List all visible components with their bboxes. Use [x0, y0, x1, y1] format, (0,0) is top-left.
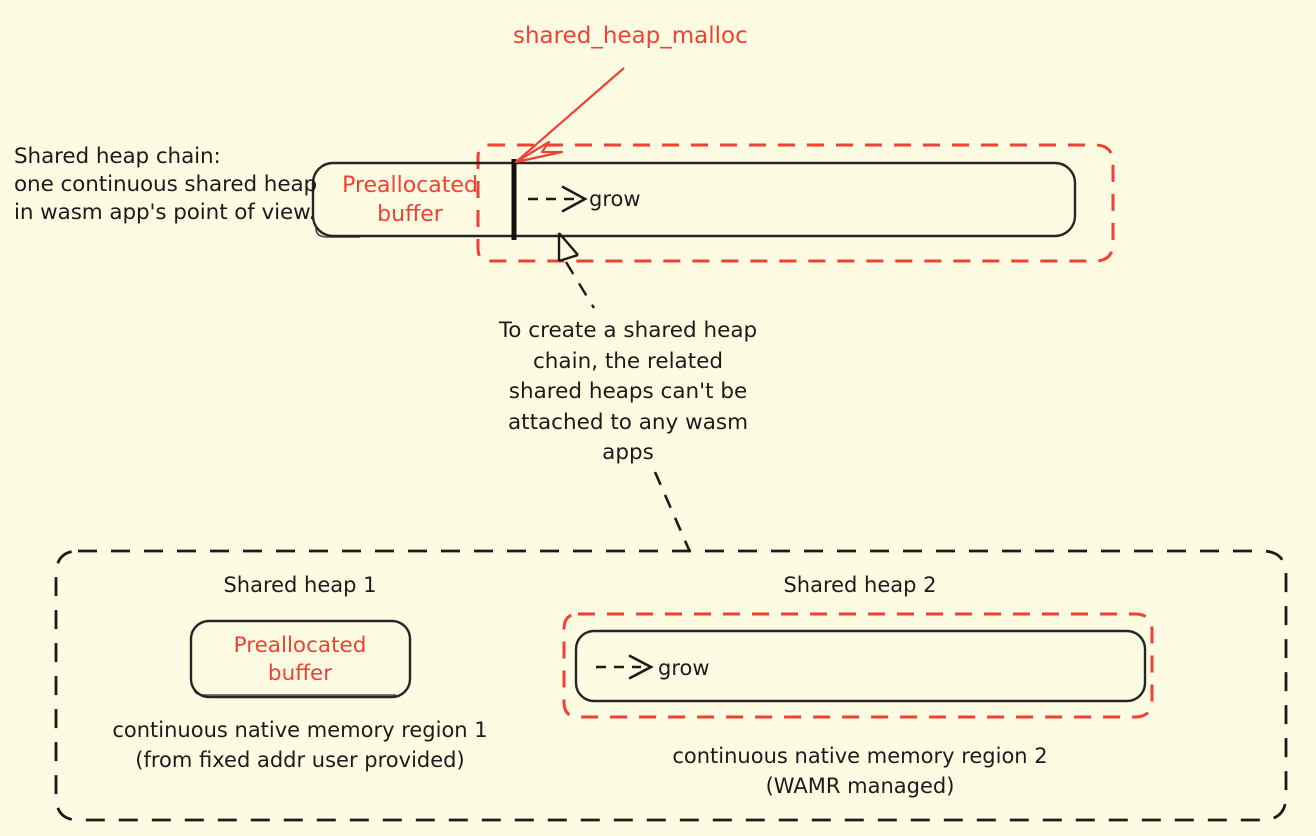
top-grow-arrowhead: [561, 185, 588, 213]
annotation-to-container-leader: [653, 471, 692, 553]
annotation-arrow-head-edge3: [558, 253, 579, 263]
top-preallocated-buffer-label: Preallocated buffer: [342, 173, 478, 227]
heap1-caption: continuous native memory region 1 (from …: [112, 718, 488, 772]
bar-sketch-stroke: [315, 227, 360, 238]
heap1-preallocated-buffer-label: Preallocated buffer: [233, 633, 367, 686]
heap2-grow-arrowhead: [628, 654, 654, 680]
heap2-grow-label: grow: [658, 656, 710, 680]
annotation-arrow-head-edge: [558, 232, 579, 256]
annotation-leader-line: [564, 261, 596, 309]
shared-heap-chain-note: Shared heap chain: one continuous shared…: [14, 144, 318, 225]
top-red-dashed-region: [476, 143, 1115, 263]
malloc-callout-arrowhead: [514, 140, 564, 164]
top-grow-label: grow: [589, 187, 641, 211]
heap2-red-dashed-region: [562, 612, 1154, 719]
heap1-box-sketch-stroke: [193, 687, 396, 696]
heap2-caption: continuous native memory region 2 (WAMR …: [672, 744, 1048, 798]
malloc-callout-line: [515, 67, 625, 163]
shared-heap-malloc-label: shared_heap_malloc: [513, 23, 748, 49]
shared-heap-2-title: Shared heap 2: [783, 573, 937, 597]
shared-heap-1-title: Shared heap 1: [223, 573, 377, 597]
shared-heap-chain-annotation: To create a shared heap chain, the relat…: [498, 318, 758, 466]
